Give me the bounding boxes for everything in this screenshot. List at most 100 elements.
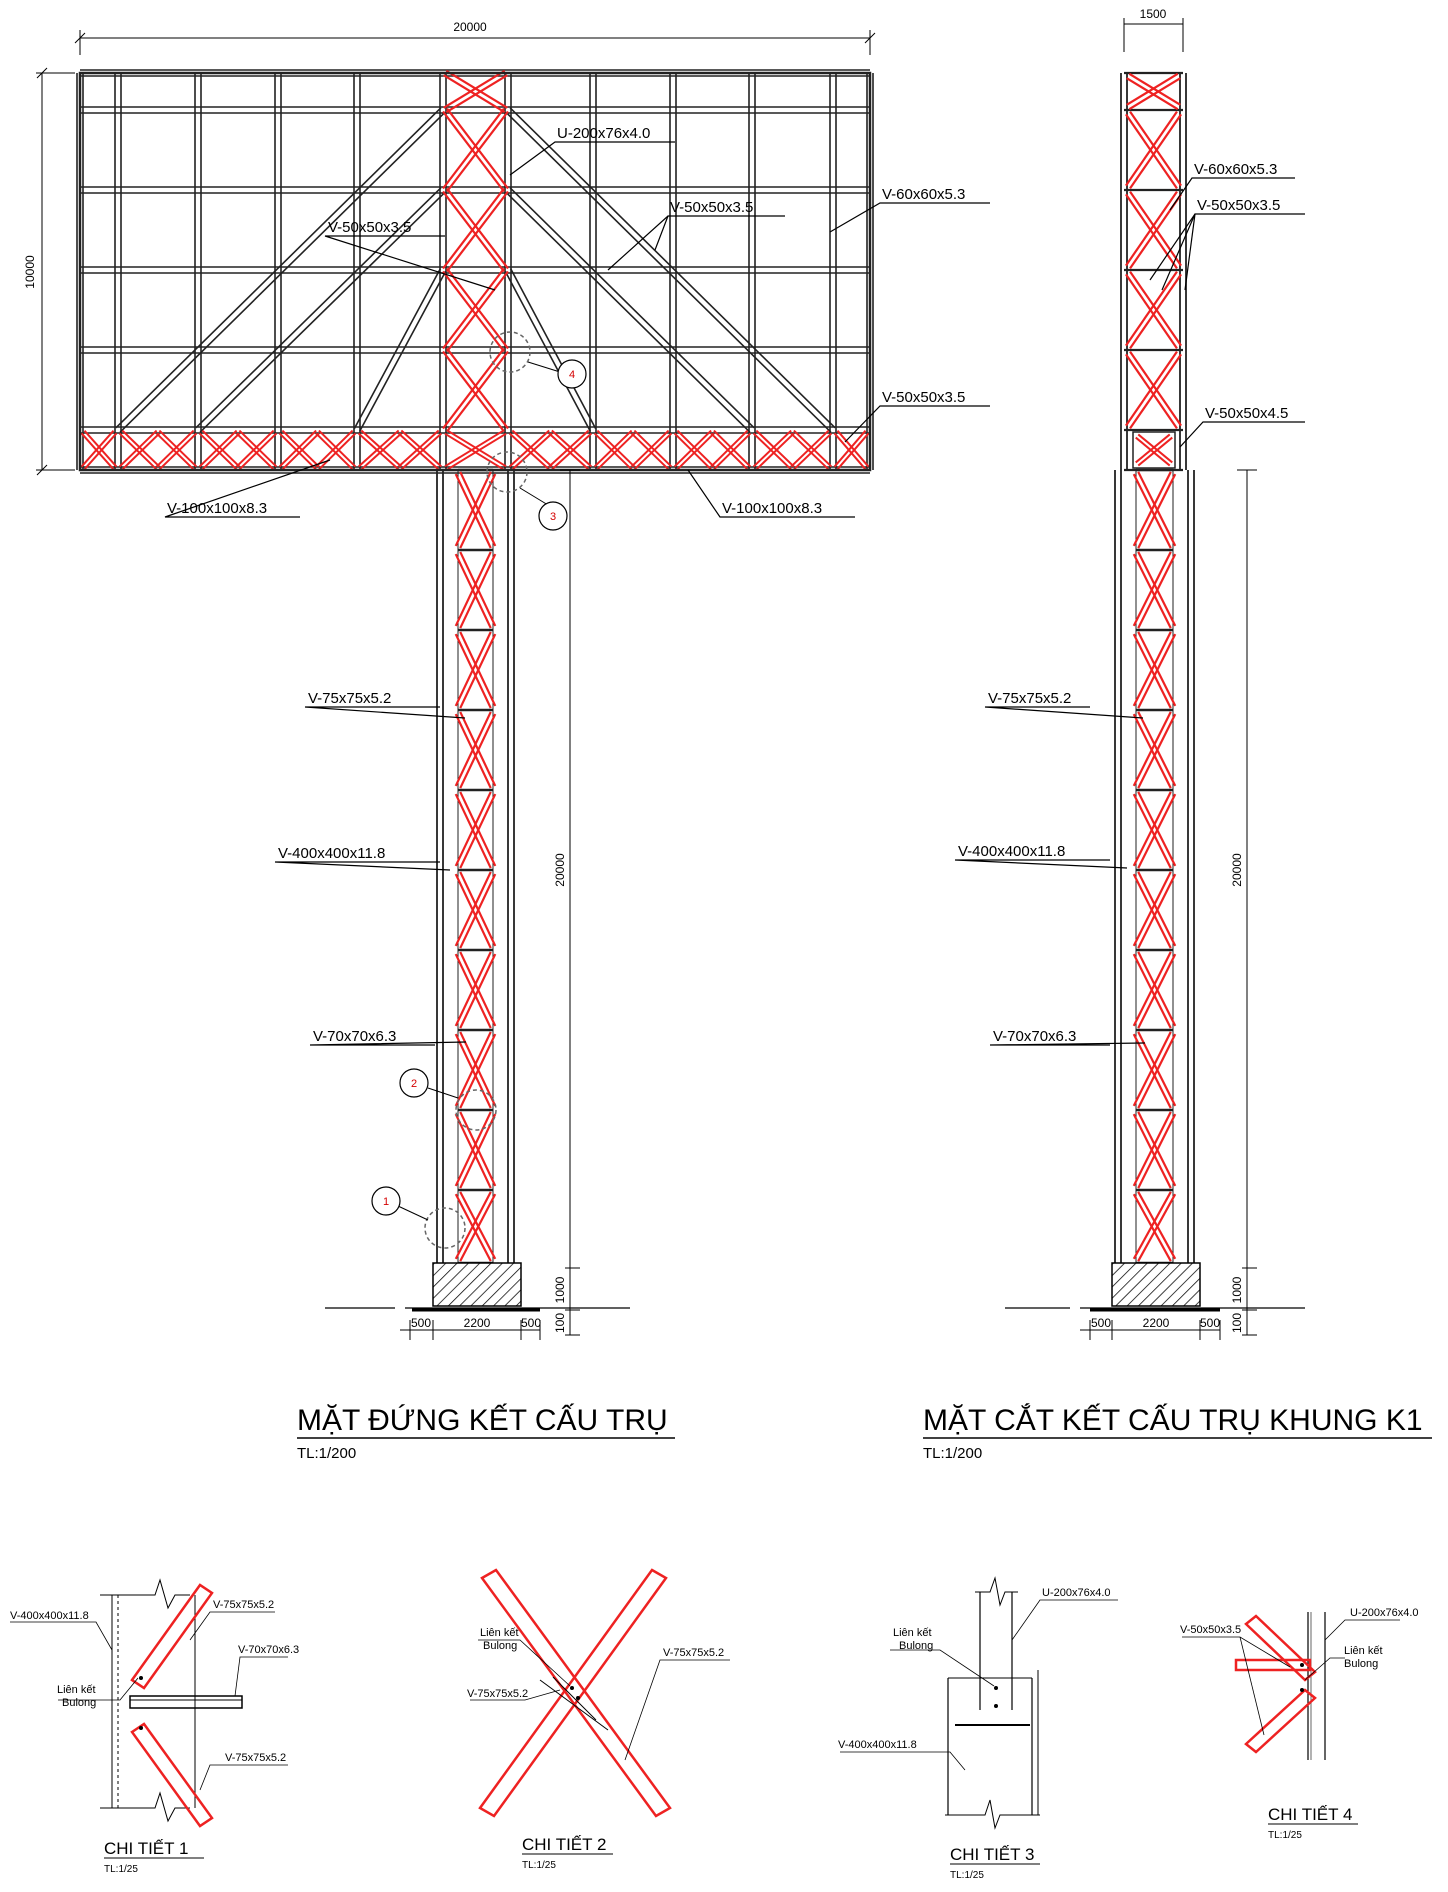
d3-channel-label: U-200x76x4.0 <box>1042 1587 1111 1599</box>
label-v50-bottom: V-50x50x3.5 <box>882 389 965 406</box>
column-brace-a-4 <box>454 791 497 869</box>
column-brace-b-2 <box>454 631 497 709</box>
frame-outline <box>78 71 872 472</box>
frame-vertical-4 <box>353 73 361 470</box>
label-v50-mid: V-50x50x3.5 <box>670 199 753 216</box>
d1-brace-top-label: V-75x75x5.2 <box>213 1599 274 1611</box>
d1-strut-label: V-70x70x6.3 <box>238 1644 299 1656</box>
detail-marker-1[interactable]: 1 <box>371 1186 466 1249</box>
band-brace-6-b <box>508 429 553 471</box>
d1-conn-label-2: Bulong <box>62 1697 96 1709</box>
d2-scale: TL:1/25 <box>522 1860 556 1871</box>
band-brace-0-b <box>80 430 118 470</box>
frame-diagonal-5 <box>504 268 597 432</box>
column-brace-b-0 <box>1132 471 1177 549</box>
section-leaders <box>954 177 1305 1046</box>
section-title: MẶT CẮT KẾT CẤU TRỤ KHUNG K1 <box>923 1403 1423 1437</box>
elevation-scale: TL:1/200 <box>297 1445 356 1462</box>
section-top-left <box>1120 73 1128 470</box>
section-top-right <box>1179 73 1187 470</box>
column-brace-a-8 <box>1132 1111 1177 1189</box>
band-brace-8-c <box>710 429 752 471</box>
band-brace-0-a <box>80 430 118 470</box>
elevation-view: 20000 10000 U-200x76x4.0 V-50x50x3.5 V-5 <box>23 20 990 1462</box>
frame-horizontal-5 <box>80 426 870 434</box>
column-brace-b-9 <box>1132 1191 1177 1262</box>
section-scale: TL:1/200 <box>923 1445 982 1462</box>
board-width-dimension <box>74 30 876 55</box>
frame-vertical-11 <box>866 73 874 470</box>
frame-vertical-1 <box>114 73 122 470</box>
band-brace-8-a <box>673 429 715 471</box>
label-v50-left: V-50x50x3.5 <box>328 219 411 236</box>
detail-marker-2[interactable]: 2 <box>399 1068 497 1131</box>
d1-scale: TL:1/25 <box>104 1864 138 1875</box>
d2-title: CHI TIẾT 2 <box>522 1835 606 1854</box>
column-brace-a-9 <box>454 1191 497 1262</box>
section-base-left-text: 500 <box>1091 1316 1111 1330</box>
band-brace-7-a <box>593 429 636 471</box>
column-brace-b-7 <box>454 1031 497 1109</box>
frame-horizontal-1 <box>80 106 870 114</box>
column-brace-a-5 <box>454 871 497 949</box>
d3-conn-label-2: Bulong <box>899 1640 933 1652</box>
board-width-text: 20000 <box>453 20 487 34</box>
frame-horizontal-4 <box>80 346 870 354</box>
column-brace-b-8 <box>1132 1111 1177 1189</box>
center-brace-a-3 <box>442 267 509 353</box>
label-v70: V-70x70x6.3 <box>313 1028 396 1045</box>
section-top-brace-a-3 <box>1125 270 1182 350</box>
section-height-dimension <box>1237 469 1257 1336</box>
frame-diagonal-3 <box>505 107 836 433</box>
base-right-text: 500 <box>521 1316 541 1330</box>
column-brace-a-3 <box>1132 711 1177 789</box>
detail-marker-4[interactable]: 4 <box>489 331 587 389</box>
label-v60: V-60x60x5.3 <box>882 186 965 203</box>
band-brace-10-b <box>833 430 870 470</box>
section-cap-brace-a <box>1135 433 1173 467</box>
column-brace-a-3 <box>454 711 497 789</box>
d3-scale: TL:1/25 <box>950 1870 984 1881</box>
label-v400: V-400x400x11.8 <box>278 845 385 862</box>
band-brace-9-b <box>752 429 795 471</box>
center-brace-a-4 <box>442 347 509 433</box>
band-brace-10-a <box>833 430 870 470</box>
elevation-footing <box>325 1262 630 1312</box>
band-brace-8-d <box>710 429 752 471</box>
column-height-text: 20000 <box>553 853 567 887</box>
column-brace-b-3 <box>454 711 497 789</box>
band-brace-6-d <box>548 429 593 471</box>
frame-diagonal-4 <box>505 187 755 433</box>
band-brace-4-a <box>357 429 403 471</box>
center-brace-a-1 <box>442 107 509 193</box>
frame-vertical-6 <box>504 73 512 470</box>
section-top-brace-b-4 <box>1125 350 1182 430</box>
column-brace-b-5 <box>1132 871 1177 949</box>
section-width-dimension <box>1123 18 1184 52</box>
board-height-dimension <box>36 67 75 476</box>
section-base-mid-text: 2200 <box>1143 1316 1170 1330</box>
d4-scale: TL:1/25 <box>1268 1830 1302 1841</box>
column-height-dimension <box>560 469 580 1336</box>
base-dimension <box>400 1320 541 1340</box>
band-brace-6-c <box>548 429 593 471</box>
column-chord-right <box>507 470 515 1263</box>
frame-vertical-3 <box>274 73 282 470</box>
d1-conn-label-1: Liên kết <box>57 1684 96 1696</box>
band-brace-3-c <box>315 429 357 471</box>
band-brace-2-b <box>198 429 241 471</box>
frame-diagonal-1 <box>115 107 446 433</box>
band-brace-2-d <box>235 429 278 471</box>
section-column-height-text: 20000 <box>1230 853 1244 887</box>
column-brace-b-4 <box>454 791 497 869</box>
section-view: 1500 V-60x60x5.3 V-50x50x3.5 V-50x50x4.5… <box>923 7 1432 1462</box>
band-brace-9-a <box>752 429 795 471</box>
section-top-brace-b-0 <box>1126 72 1181 111</box>
d4-channel-label: U-200x76x4.0 <box>1350 1607 1419 1619</box>
section-label-v70: V-70x70x6.3 <box>993 1028 1076 1045</box>
svg-text:1: 1 <box>383 1196 389 1208</box>
d2-conn-label-2: Bulong <box>483 1640 517 1652</box>
detail-1: V-400x400x11.8 V-75x75x5.2 V-70x70x6.3 L… <box>10 1578 299 1875</box>
detail-marker-3[interactable]: 3 <box>486 451 568 531</box>
band-brace-5-a <box>444 429 507 471</box>
